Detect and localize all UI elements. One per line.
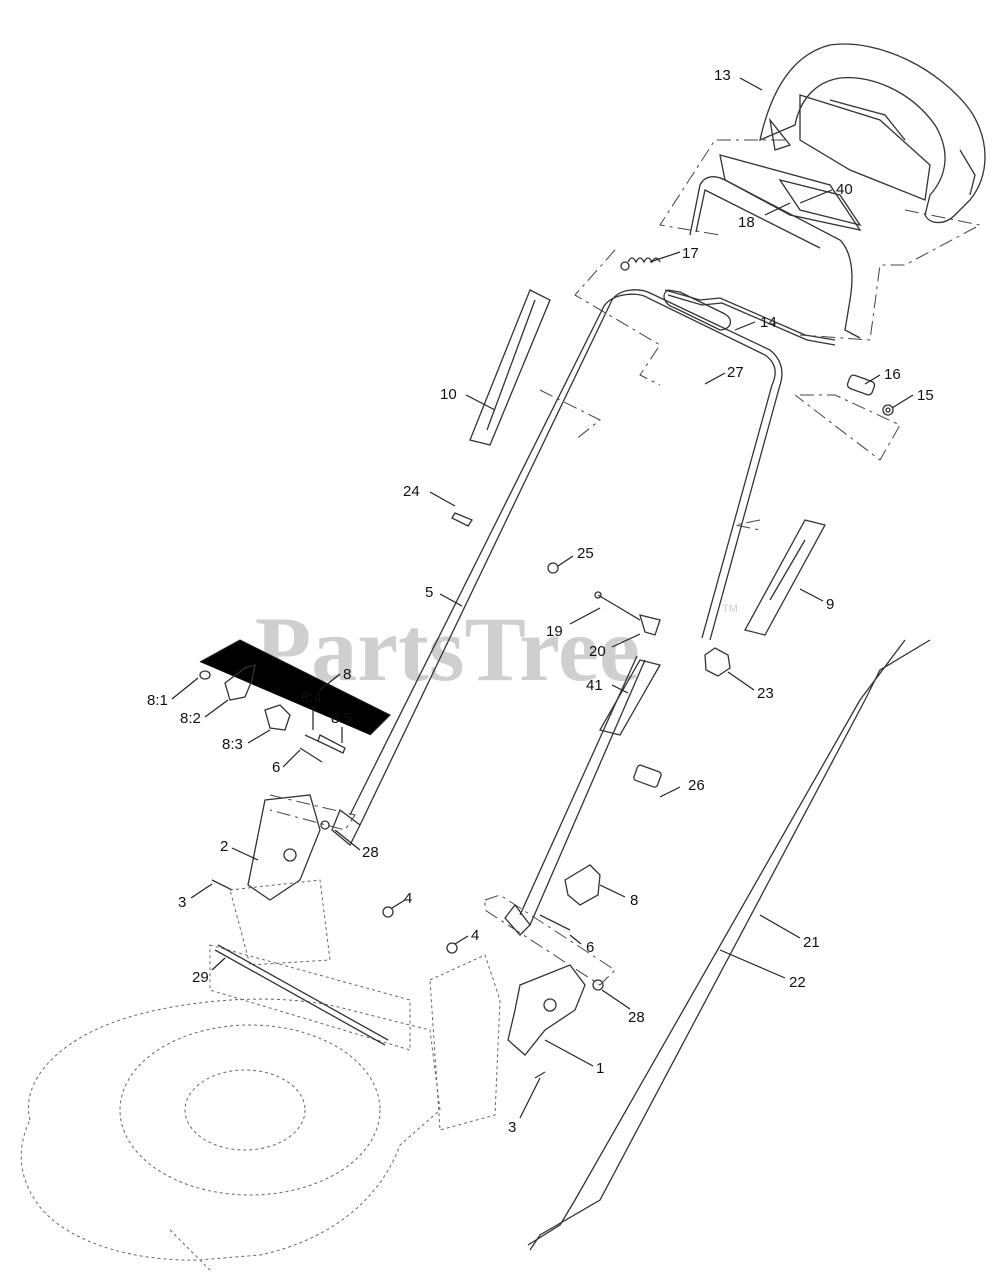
part-6-bolt-bottom [539,914,571,931]
part-40-cover [778,178,862,227]
part-26-insert [633,764,662,788]
part-3-bolt-bottom [534,1071,546,1079]
callout-19: 19 [546,623,563,640]
part-9-cable-clip [744,519,826,636]
part-22-cable [527,639,906,1246]
callout-29: 29 [192,969,209,986]
watermark-tm: TM [722,603,738,615]
callout-9: 9 [826,596,834,613]
callout-27: 27 [727,364,744,381]
callout-22: 22 [789,974,806,991]
callout-4-top: 4 [404,890,412,907]
callout-17: 17 [682,245,699,262]
part-19-bolt [594,591,641,621]
part-8-1-cap [199,670,211,680]
part-handle-upper-frame [331,289,783,847]
callout-21: 21 [803,934,820,951]
part-13-handle-grip [759,43,986,224]
callout-13: 13 [714,67,731,84]
part-21-cable [529,639,931,1251]
part-14-rod [664,289,836,346]
part-28-stud-bottom [592,979,604,991]
callout-3-bottom: 3 [508,1119,516,1136]
callout-8-4: 8:4 [301,689,322,706]
callout-8-5: 8:5 [331,710,352,727]
callout-5: 5 [425,584,433,601]
callout-20: 20 [589,643,606,660]
part-15-washer [882,404,894,416]
callout-6-top: 6 [272,759,280,776]
callout-25: 25 [577,545,594,562]
part-2-height-bracket [247,794,330,901]
callout-23: 23 [757,685,774,702]
part-29-axle [214,944,389,1046]
callout-26: 26 [688,777,705,794]
callout-15: 15 [917,387,934,404]
part-8-5-pin [317,734,346,754]
callout-8-3: 8:3 [222,736,243,753]
callout-41: 41 [586,677,603,694]
callout-18: 18 [738,214,755,231]
part-16-bushing [846,374,876,396]
part-8-lever-lower [564,864,601,906]
callout-2: 2 [220,838,228,855]
part-4-nut-top [382,906,394,918]
part-20-bracket [639,614,661,636]
part-27-grip [663,289,732,331]
part-24-clip [451,512,473,527]
part-8-2-lever [224,664,256,701]
part-3-bolt-top [211,879,233,891]
part-6-bolt-top [299,747,323,763]
callout-8-1: 8:1 [147,692,168,709]
callout-4-bottom: 4 [471,927,479,944]
callout-40: 40 [836,181,853,198]
callout-24: 24 [403,483,420,500]
part-8-3-block [264,704,291,731]
callout-1: 1 [596,1060,604,1077]
part-mower-deck [20,879,501,1271]
callout-16: 16 [884,366,901,383]
leader-lines [171,77,914,1119]
callout-28-top: 28 [362,844,379,861]
callout-labels: 13 40 18 17 14 27 16 15 10 24 25 9 5 19 … [147,67,934,1136]
callout-3-top: 3 [178,894,186,911]
part-25-nut [547,562,559,574]
callout-6-bottom: 6 [586,939,594,956]
callout-8-2: 8:2 [180,710,201,727]
callout-8-bottom: 8 [630,892,638,909]
callout-28-bottom: 28 [628,1009,645,1026]
part-10-cable-clip [469,289,551,446]
part-41-tube [599,659,661,736]
callout-10: 10 [440,386,457,403]
part-4-nut-bottom [446,942,458,954]
part-23-knob [704,647,731,677]
part-17-spring [620,257,661,271]
callout-8-top: 8 [343,666,351,683]
part-1-height-bracket [507,964,586,1056]
callout-14: 14 [760,314,777,331]
part-18-bail-bar [689,154,862,339]
